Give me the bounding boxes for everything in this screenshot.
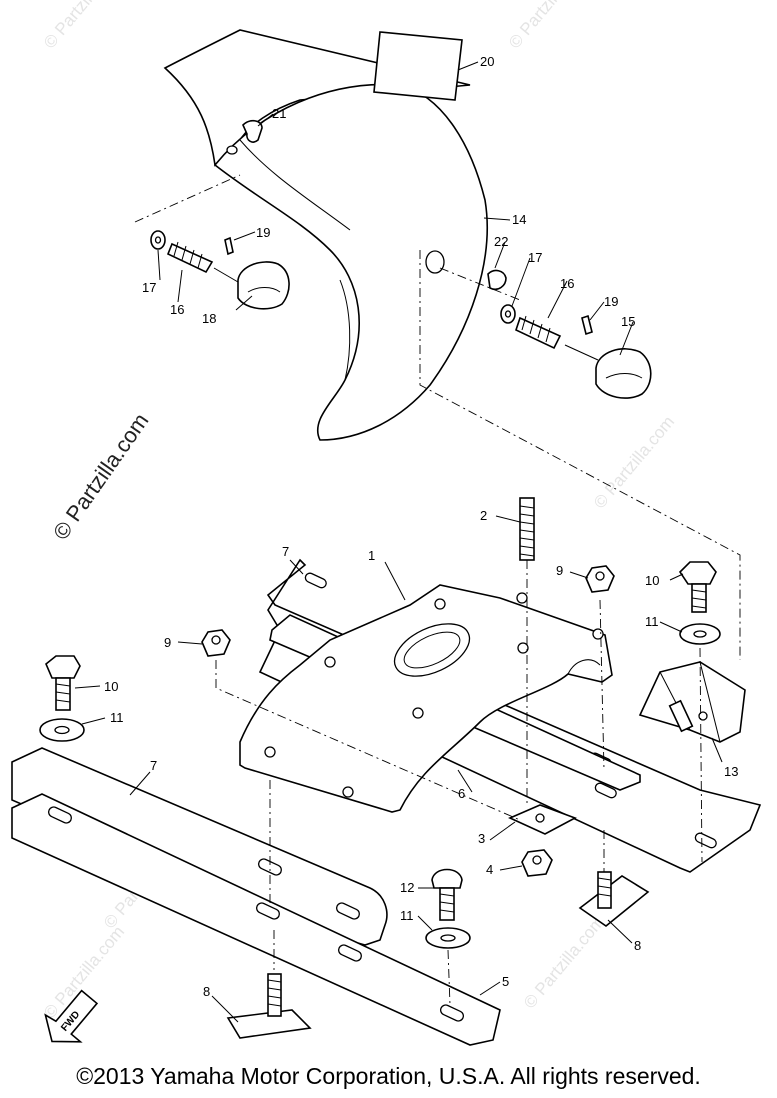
clip-part-21 [242,119,263,143]
callout-5: 5 [502,974,509,989]
callout-11-center: 11 [400,908,414,923]
callout-20: 20 [480,54,494,69]
right-spring-part-16 [515,315,562,350]
callout-13: 13 [724,764,738,779]
base-plate-part-5 [11,793,501,1046]
callout-6: 6 [458,786,465,801]
main-bracket-part-1 [239,584,613,813]
callout-leaders [74,61,723,1023]
callout-18: 18 [202,311,216,326]
washer-part-11-right [679,623,721,645]
callout-9-left: 9 [164,635,171,650]
stud-bolt-part-2 [519,497,535,561]
callout-11-right: 11 [645,614,659,629]
callout-17-left: 17 [142,280,156,295]
callout-19-left: 19 [256,225,270,240]
callout-10-left: 10 [104,679,118,694]
callout-7-lower: 7 [150,758,157,773]
callout-17-right: 17 [528,250,542,265]
callout-1: 1 [368,548,375,563]
bracket-part-13 [638,661,746,743]
callout-16-right: 16 [560,276,574,291]
callout-16-left: 16 [170,302,184,317]
decal-part-20 [373,31,463,101]
callout-21: 21 [272,106,286,121]
plate-nut-part-3 [508,804,577,835]
callout-8-left: 8 [203,984,210,999]
callout-7-upper: 7 [282,544,289,559]
right-knob-part-15 [564,344,652,399]
carriage-bolt-part-12 [431,868,463,921]
forward-direction-arrow: FWD [44,989,99,1043]
right-knob-assembly [487,269,652,399]
callout-14: 14 [512,212,526,227]
callout-4: 4 [486,862,493,877]
nut-part-9-right [585,565,615,593]
t-bolt-part-8-right [578,871,650,927]
callout-2: 2 [480,508,487,523]
callout-22: 22 [494,234,508,249]
callout-11-left: 11 [110,710,124,725]
bolt-part-10-left [45,655,81,711]
callout-3: 3 [478,831,485,846]
copyright-notice: ©2013 Yamaha Motor Corporation, U.S.A. A… [76,1063,701,1089]
left-knob-assembly [150,230,290,310]
callout-12: 12 [400,880,414,895]
washer-part-11-center [425,927,471,949]
callout-15: 15 [621,314,635,329]
callout-10-right: 10 [645,573,659,588]
washer-part-11-left [39,718,85,742]
hood-cowl-part-14 [163,29,488,441]
t-bolt-part-8-left [226,973,312,1039]
nut-part-4 [521,849,553,877]
bolt-part-10-right [678,561,717,613]
nut-part-9-left [201,629,231,657]
left-spring-part-16 [166,241,214,274]
callout-8-right: 8 [634,938,641,953]
callout-9-right: 9 [556,563,563,578]
callout-19-right: 19 [604,294,618,309]
